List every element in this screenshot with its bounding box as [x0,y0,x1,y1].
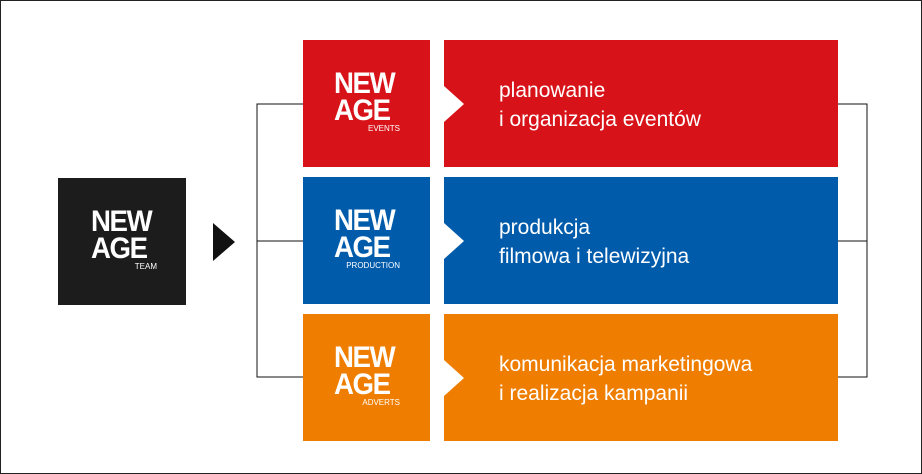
chevron-right-icon [444,86,464,122]
adverts-logo-line2: AGE [334,368,391,401]
adverts-description-line2: i realizacja kampanii [499,382,689,405]
production-logo-box: NEW AGE PRODUCTION [303,177,430,304]
adverts-description-line1: komunikacja marketingowa [499,353,753,376]
adverts-logo-box: NEW AGE ADVERTS [303,314,430,441]
production-logo-sub: PRODUCTION [346,261,400,270]
chevron-right-icon [444,360,464,396]
events-logo: NEW AGE EVENTS [334,67,400,134]
adverts-logo-sub: ADVERTS [362,398,400,407]
arrow-right-icon [213,223,235,261]
team-logo: NEW AGE TEAM [91,205,157,272]
production-description-line1: produkcja [499,216,591,239]
events-description-line1: planowanie [499,79,606,102]
production-logo-line2: AGE [334,231,391,264]
production-logo-line1: NEW [334,204,396,237]
events-description-box: planowanie i organizacja eventów [444,40,838,167]
events-logo-line1: NEW [334,67,396,100]
events-logo-line2: AGE [334,94,391,127]
adverts-logo-line1: NEW [334,341,396,374]
team-logo-sub: TEAM [134,262,157,271]
chevron-right-icon [444,223,464,259]
production-description-line2: filmowa i telewizyjna [499,245,690,268]
adverts-logo: NEW AGE ADVERTS [334,341,400,408]
team-logo-line2: AGE [91,232,148,265]
events-description: planowanie i organizacja eventów [499,76,701,134]
team-logo-box: NEW AGE TEAM [58,178,186,305]
events-description-line2: i organizacja eventów [499,108,701,131]
production-description-box: produkcja filmowa i telewizyjna [444,177,838,304]
production-logo: NEW AGE PRODUCTION [334,204,400,271]
adverts-description: komunikacja marketingowa i realizacja ka… [499,350,752,408]
production-description: produkcja filmowa i telewizyjna [499,213,689,271]
adverts-description-box: komunikacja marketingowa i realizacja ka… [444,314,838,441]
events-logo-sub: EVENTS [367,124,400,133]
events-logo-box: NEW AGE EVENTS [303,40,430,167]
team-logo-line1: NEW [91,205,153,238]
